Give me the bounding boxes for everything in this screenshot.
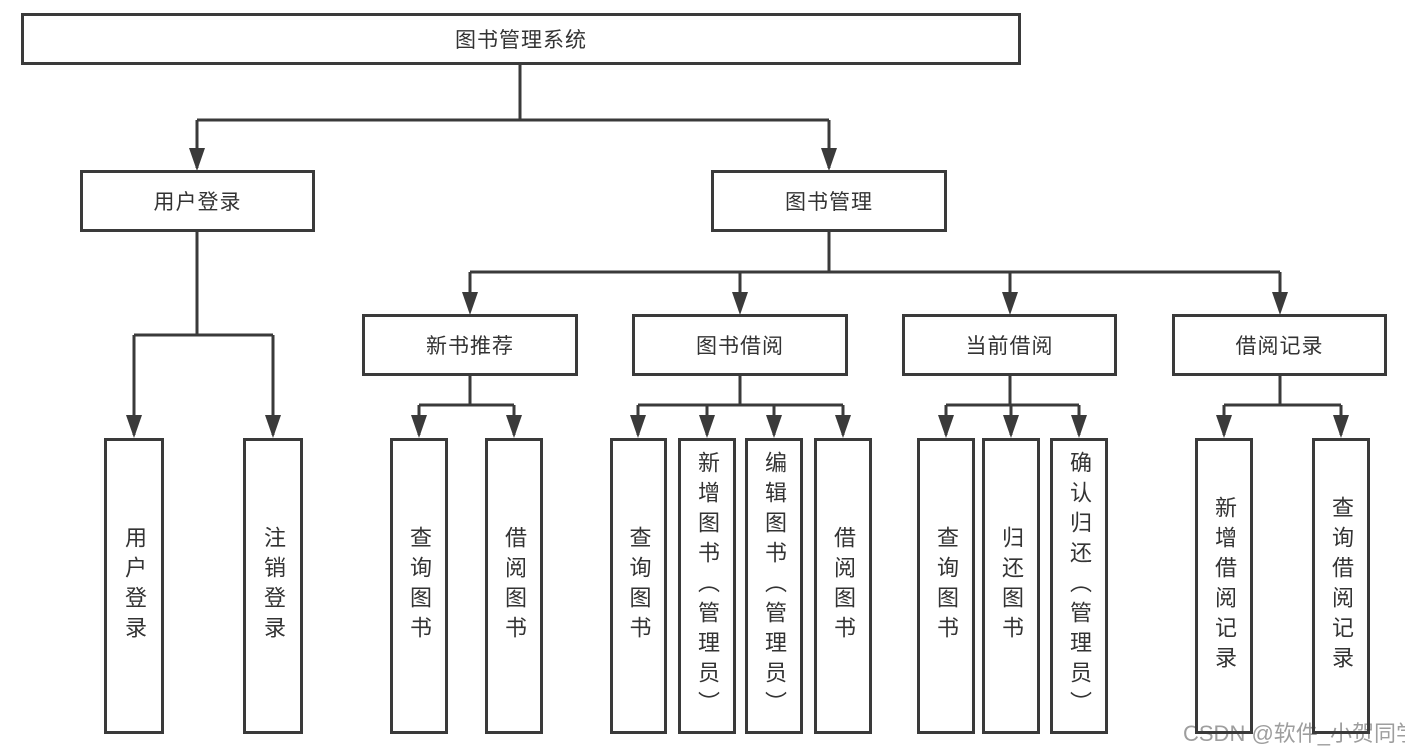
leaf-borrow-books: 借阅图书: [814, 438, 872, 734]
leaf-label: 查询借阅记录: [1329, 496, 1354, 676]
watermark: CSDN @软件_小贺同学: [1183, 721, 1405, 746]
node-label: 借阅记录: [1235, 335, 1324, 358]
leaf-label: 用户登录: [122, 526, 147, 646]
node-library-management-system: 图书管理系统: [21, 13, 1021, 65]
node-book-borrowing: 图书借阅: [632, 314, 848, 376]
leaf-label: 查询图书: [407, 526, 432, 646]
node-borrowing-records: 借阅记录: [1172, 314, 1387, 376]
node-current-borrowing: 当前借阅: [902, 314, 1117, 376]
node-label: 当前借阅: [965, 335, 1054, 358]
node-label: 图书借阅: [696, 335, 784, 358]
leaf-label: 新增图书（管理员）: [695, 451, 720, 721]
leaf-label: 借阅图书: [502, 526, 527, 646]
leaf-query-books-recommend: 查询图书: [390, 438, 448, 734]
node-label: 用户登录: [153, 191, 242, 214]
leaf-add-book-admin: 新增图书（管理员）: [678, 438, 736, 734]
leaf-label: 确认归还（管理员）: [1067, 451, 1092, 721]
node-new-book-recommendation: 新书推荐: [362, 314, 578, 376]
leaf-label: 注销登录: [261, 526, 286, 646]
node-user-login: 用户登录: [80, 170, 315, 232]
leaf-label: 编辑图书（管理员）: [762, 451, 787, 721]
leaf-query-borrow-record: 查询借阅记录: [1312, 438, 1370, 734]
leaf-label: 新增借阅记录: [1212, 496, 1237, 676]
leaf-logout: 注销登录: [243, 438, 303, 734]
leaf-confirm-return-admin: 确认归还（管理员）: [1050, 438, 1108, 734]
leaf-label: 查询图书: [626, 526, 652, 646]
leaf-label: 借阅图书: [831, 526, 856, 646]
leaf-query-books-borrow: 查询图书: [610, 438, 667, 734]
node-label: 图书管理: [785, 191, 873, 214]
node-label: 图书管理系统: [455, 29, 587, 52]
leaf-add-borrow-record: 新增借阅记录: [1195, 438, 1253, 734]
leaf-query-books-current: 查询图书: [917, 438, 975, 734]
leaf-label: 归还图书: [999, 526, 1024, 646]
node-label: 新书推荐: [426, 335, 514, 358]
leaf-label: 查询图书: [934, 526, 959, 646]
node-book-management: 图书管理: [711, 170, 947, 232]
leaf-borrow-books-recommend: 借阅图书: [485, 438, 543, 734]
leaf-edit-book-admin: 编辑图书（管理员）: [745, 438, 803, 734]
leaf-user-login: 用户登录: [104, 438, 164, 734]
leaf-return-books: 归还图书: [982, 438, 1040, 734]
